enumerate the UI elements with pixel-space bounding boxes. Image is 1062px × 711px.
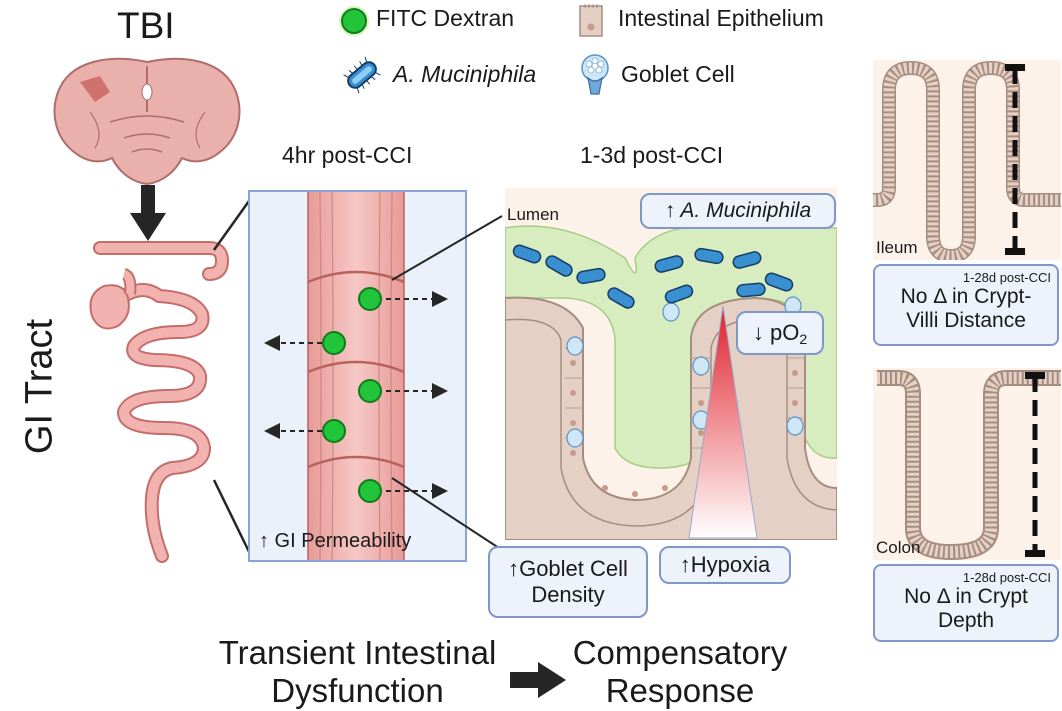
four-hr-title: 4hr post-CCI: [282, 142, 413, 168]
transient-line2: Dysfunction: [271, 672, 444, 709]
brain-icon: [53, 57, 241, 186]
zoom-lines-right: [391, 215, 503, 551]
ileum-timepoint: 1-28d post-CCI: [962, 270, 1051, 285]
ileum-label: Ileum: [876, 238, 918, 257]
legend-epithelium-label: Intestinal Epithelium: [618, 5, 824, 31]
transient-dysfunction-caption: Transient Intestinal Dysfunction: [205, 634, 510, 710]
legend-akk-label: A. Muciniphila: [393, 61, 537, 87]
zoom-lines-left: [212, 193, 256, 563]
gi-tract-label: GI Tract: [18, 318, 61, 455]
goblet-density-line2: Density: [531, 582, 605, 607]
ileum-villi-diagram: [873, 60, 1061, 260]
one-three-d-title: 1-3d post-CCI: [580, 142, 724, 168]
gi-tract-icon: [89, 241, 229, 563]
down-arrow-icon: [130, 185, 166, 241]
right-arrow-icon: [510, 662, 566, 698]
compensatory-line2: Response: [605, 672, 755, 709]
colon-result-line2: Depth: [937, 609, 995, 632]
legend-akk-icon: [343, 56, 381, 94]
transient-line1: Transient Intestinal: [218, 634, 497, 671]
intestine-segment-icon: [307, 192, 405, 560]
fitc-leak-markers: [264, 287, 448, 503]
goblet-density-box: ↑Goblet Cell Density: [488, 546, 648, 618]
ileum-result-box: 1-28d post-CCI No Δ in Crypt- Villi Dist…: [873, 264, 1059, 346]
legend-goblet-icon: [581, 54, 609, 95]
po2-label: ↓ pO: [752, 320, 800, 345]
akk-up-label: ↑ A. Muciniphila: [664, 199, 812, 222]
legend-fitc-icon: [339, 6, 369, 36]
legend-epithelium-icon: [579, 4, 603, 37]
hypoxia-box: ↑Hypoxia: [659, 546, 791, 584]
colon-timepoint: 1-28d post-CCI: [962, 570, 1051, 585]
legend-goblet-label: Goblet Cell: [621, 61, 735, 87]
hypoxia-label: ↑Hypoxia: [679, 552, 771, 577]
legend-fitc-label: FITC Dextran: [376, 5, 515, 31]
po2-subscript: 2: [799, 331, 808, 348]
goblet-density-line1: ↑Goblet Cell: [508, 556, 628, 581]
tbi-label: TBI: [117, 5, 175, 46]
compensatory-line1: Compensatory: [572, 634, 788, 671]
compensatory-response-caption: Compensatory Response: [560, 634, 800, 710]
colon-crypt-diagram: [873, 368, 1061, 560]
villus-crypt-diagram: [505, 188, 837, 540]
po2-box: ↓ pO2: [736, 311, 824, 355]
ileum-result-line2: Villi Distance: [906, 309, 1026, 332]
colon-label: Colon: [876, 538, 921, 557]
akk-up-box: ↑ A. Muciniphila: [640, 193, 836, 229]
colon-result-line1: No Δ in Crypt: [904, 585, 1028, 608]
gi-permeability-label: ↑ GI Permeability: [259, 530, 412, 552]
colon-result-box: 1-28d post-CCI No Δ in Crypt Depth: [873, 564, 1059, 642]
lumen-label: Lumen: [507, 205, 559, 224]
ileum-result-line1: No Δ in Crypt-: [900, 285, 1032, 308]
